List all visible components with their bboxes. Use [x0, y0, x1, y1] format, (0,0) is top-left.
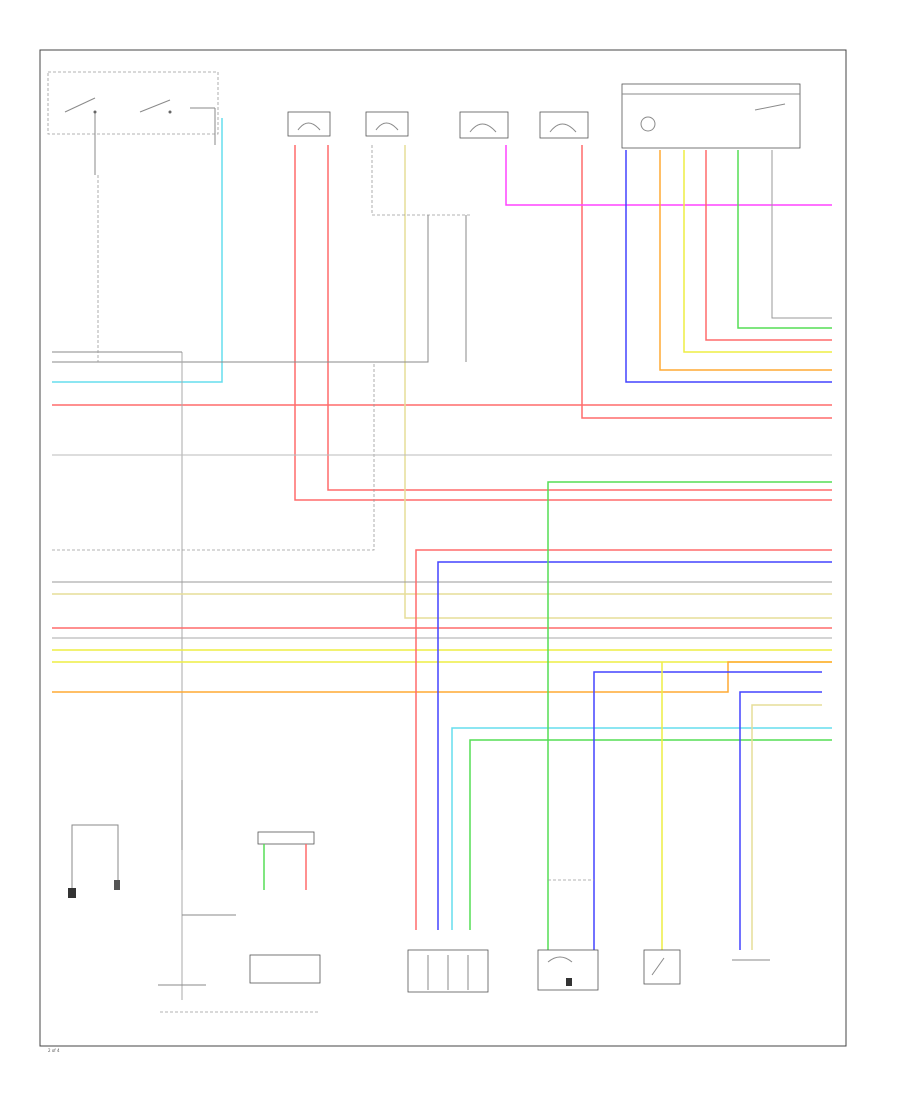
wire-red-relay1: [294, 145, 832, 501]
fuse-element: [181, 780, 236, 916]
speed-sensor: [537, 879, 599, 991]
ground-switch-left: [68, 824, 120, 898]
wire-gray-550: [52, 362, 375, 551]
switch-bottom: [643, 949, 681, 985]
wire-green-center: [469, 739, 832, 930]
wire-lightblue-center: [451, 727, 832, 930]
wire-yellow-module: [683, 150, 832, 353]
wire-tan-right: [751, 704, 822, 950]
control-box-bottom: [249, 954, 321, 984]
relay-box-3: [459, 111, 509, 139]
sensor-bottom: [407, 949, 489, 993]
wire-gray-ground-1: [371, 145, 472, 216]
connector-pair: [257, 831, 315, 890]
wire-magenta: [505, 145, 832, 206]
relay-box-4: [539, 111, 589, 139]
wire-red-center: [415, 549, 832, 930]
wire-green-sensor: [547, 481, 832, 950]
wire-orange-bus-692: [52, 661, 832, 693]
wire-blue-module: [625, 150, 832, 383]
relay-box-1: [287, 111, 331, 137]
wire-blue-right: [739, 691, 822, 950]
page-number: 2 of 4: [48, 1048, 60, 1053]
relay-box-2: [365, 111, 409, 137]
wire-red-module: [705, 150, 832, 341]
wire-blue-sensor: [593, 671, 822, 950]
wire-gray-ground-2: [52, 215, 429, 363]
wire-red-relay1b: [327, 145, 832, 491]
wire-orange-module: [659, 150, 832, 371]
control-module-box: [621, 83, 801, 149]
wire-lightblue: [52, 118, 223, 383]
diagram-frame: [39, 49, 847, 1047]
wire-tan-relay2: [404, 145, 832, 619]
wire-blue-center: [437, 561, 832, 930]
wire-red-relay4: [581, 145, 832, 419]
ground-symbol-left: [158, 984, 318, 1013]
ignition-switch: [47, 71, 219, 175]
wire-green-module: [737, 150, 832, 329]
wire-gray-module: [771, 150, 832, 319]
